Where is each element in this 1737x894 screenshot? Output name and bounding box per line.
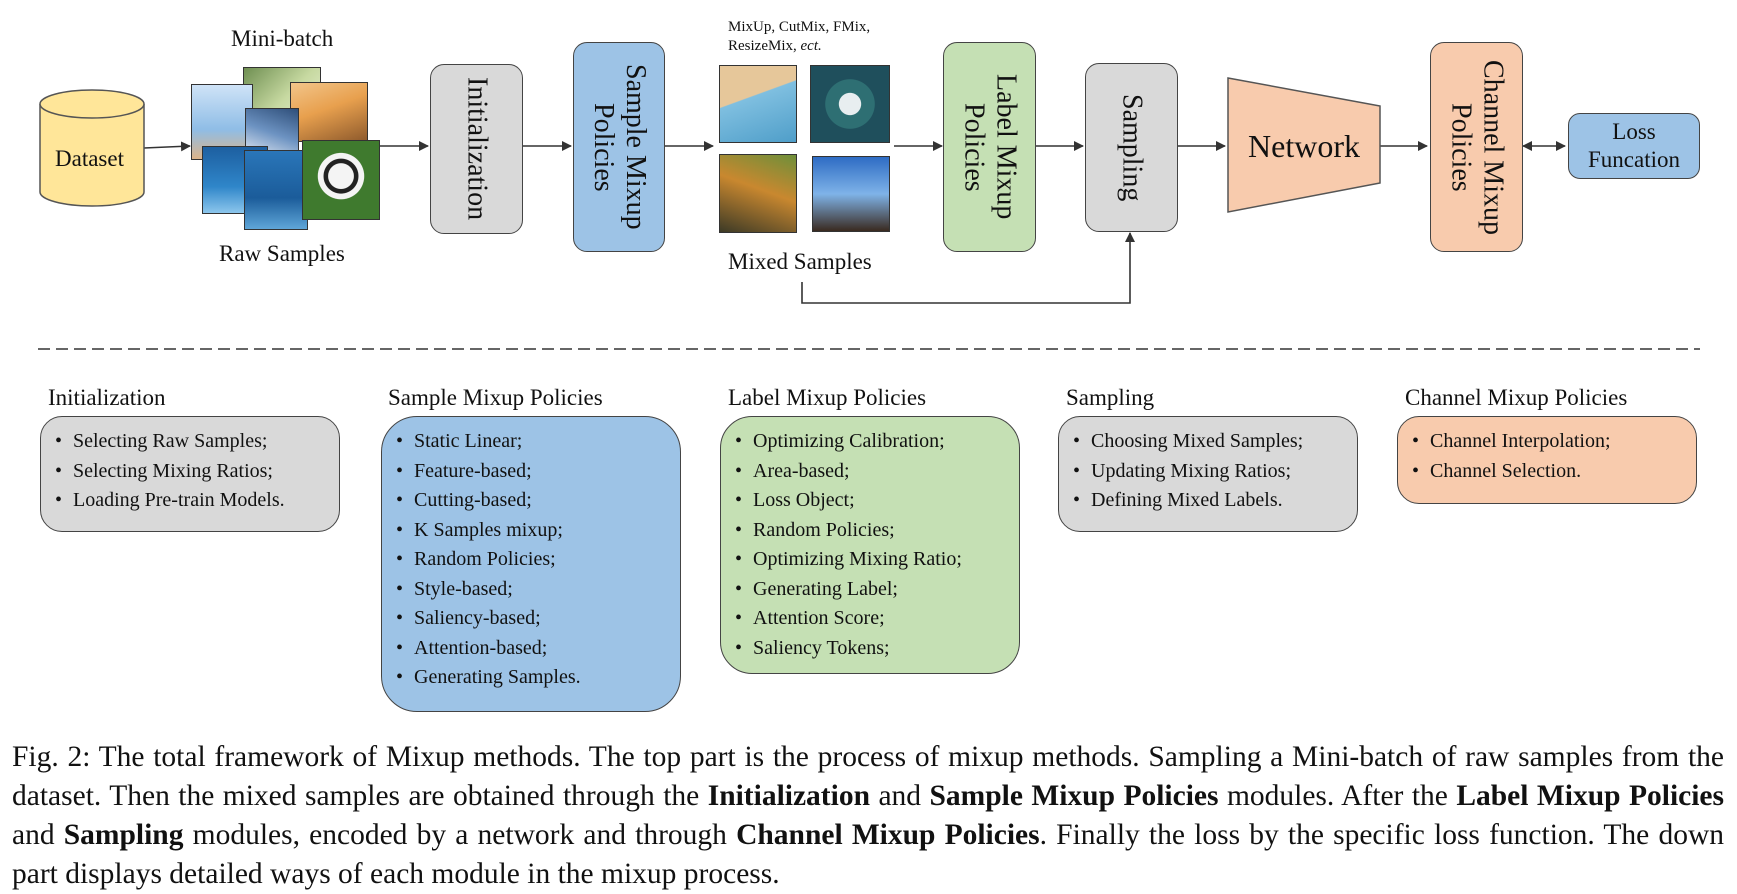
module-box-sampling: Choosing Mixed Samples; Updating Mixing … [1058, 416, 1358, 532]
raw-samples-label: Raw Samples [219, 241, 345, 266]
module-box-initialization: Selecting Raw Samples; Selecting Mixing … [40, 416, 340, 532]
module-box-sample-mixup: Static Linear; Feature-based; Cutting-ba… [381, 416, 681, 712]
module-item: Feature-based; [396, 457, 668, 487]
sample-mixup-block-label: Sample Mixup Policies [588, 64, 652, 230]
network-label: Network [1248, 128, 1360, 164]
module-item: Random Policies; [396, 545, 668, 575]
arrow-mixed-to-sampling-loop [801, 232, 1135, 304]
module-item: Selecting Raw Samples; [55, 427, 327, 457]
raw-sample-thumb-shark-2 [244, 150, 308, 230]
module-item: Optimizing Mixing Ratio; [735, 545, 1007, 575]
loss-block-label: Loss Funcation [1588, 119, 1680, 172]
dataset-label: Dataset [55, 146, 124, 171]
figure-caption: Fig. 2: The total framework of Mixup met… [12, 741, 1724, 890]
module-item: Saliency Tokens; [735, 634, 1007, 664]
sampling-block-label: Sampling [1116, 93, 1148, 202]
network-shape [1227, 77, 1381, 213]
raw-sample-thumb-panda [302, 140, 380, 220]
module-item: Style-based; [396, 575, 668, 605]
dataset-cylinder [39, 89, 145, 207]
module-item: Generating Label; [735, 575, 1007, 605]
module-item: Static Linear; [396, 427, 668, 457]
module-item: Random Policies; [735, 516, 1007, 546]
arrow-dataset-to-batch [143, 141, 191, 152]
mixed-samples-label: Mixed Samples [728, 249, 872, 274]
module-item: Channel Interpolation; [1412, 427, 1684, 457]
sampling-block: Sampling [1085, 63, 1178, 232]
module-title-channel-mixup: Channel Mixup Policies [1405, 385, 1628, 410]
mix-methods-note: MixUp, CutMix, FMix, ResizeMix, ect. [728, 18, 870, 56]
module-item: Choosing Mixed Samples; [1073, 427, 1345, 457]
module-title-label-mixup: Label Mixup Policies [728, 385, 927, 410]
module-item: Generating Samples. [396, 663, 668, 693]
minibatch-label: Mini-batch [231, 26, 334, 51]
module-item: Attention Score; [735, 604, 1007, 634]
mix-methods-line1: MixUp, CutMix, FMix, [728, 19, 871, 35]
mixed-sample-bird-1 [719, 154, 797, 233]
module-item: Attention-based; [396, 634, 668, 664]
module-title-initialization: Initialization [48, 385, 166, 410]
loss-block: Loss Funcation [1568, 113, 1700, 179]
module-item: Optimizing Calibration; [735, 427, 1007, 457]
initialization-block-label: Initialization [461, 77, 493, 221]
module-box-label-mixup: Optimizing Calibration; Area-based; Loss… [720, 416, 1020, 674]
module-item: Area-based; [735, 457, 1007, 487]
module-item: Saliency-based; [396, 604, 668, 634]
module-item: Loading Pre-train Models. [55, 486, 327, 516]
module-item: Updating Mixing Ratios; [1073, 457, 1345, 487]
module-title-sampling: Sampling [1066, 385, 1155, 410]
mixed-sample-cat-dog [719, 65, 797, 143]
module-item: Loss Object; [735, 486, 1007, 516]
module-item: Selecting Mixing Ratios; [55, 457, 327, 487]
module-item: K Samples mixup; [396, 516, 668, 546]
raw-sample-thumb-cat [290, 82, 368, 142]
sample-mixup-block: Sample Mixup Policies [573, 42, 665, 252]
mix-methods-ect: ect. [800, 38, 822, 54]
mixed-sample-panda-shark [810, 65, 890, 143]
module-box-channel-mixup: Channel Interpolation; Channel Selection… [1397, 416, 1697, 504]
module-title-sample-mixup: Sample Mixup Policies [388, 385, 603, 410]
label-mixup-block-label: Label Mixup Policies [958, 74, 1022, 220]
channel-mixup-block-label: Channel Mixup Policies [1445, 59, 1509, 235]
mixed-sample-bird-2 [812, 156, 890, 232]
mix-methods-line2: ResizeMix, ect. [728, 38, 822, 54]
module-item: Defining Mixed Labels. [1073, 486, 1345, 516]
module-item: Cutting-based; [396, 486, 668, 516]
channel-mixup-block: Channel Mixup Policies [1430, 42, 1523, 252]
module-item: Channel Selection. [1412, 457, 1684, 487]
initialization-block: Initialization [430, 64, 523, 234]
label-mixup-block: Label Mixup Policies [943, 42, 1036, 252]
